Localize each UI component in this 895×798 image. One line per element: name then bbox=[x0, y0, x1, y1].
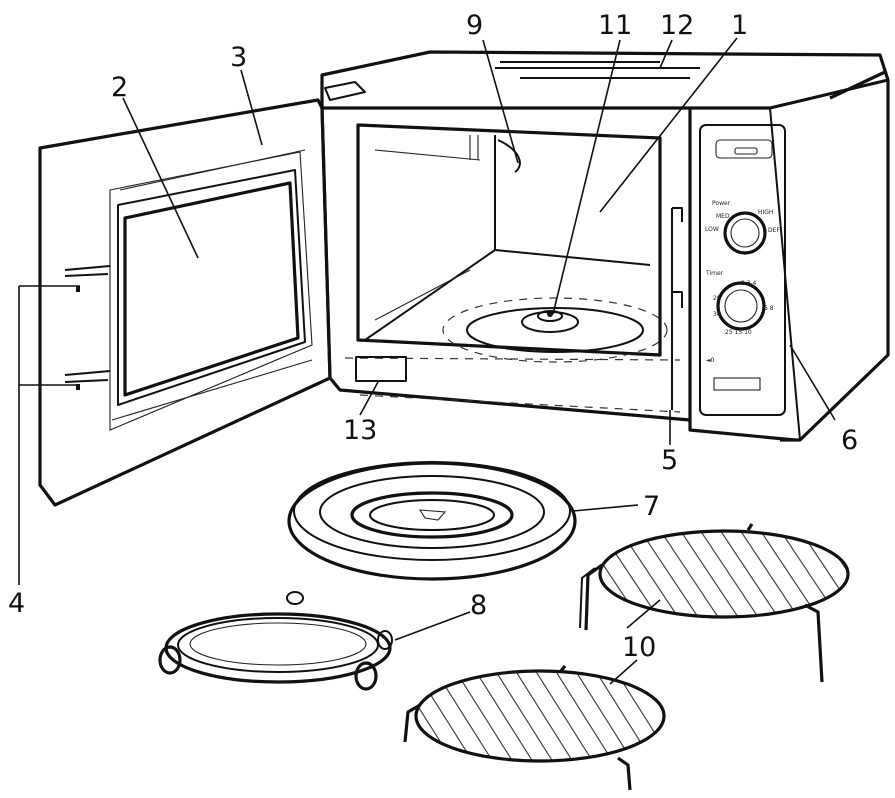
door-window bbox=[123, 181, 300, 397]
label-3: 3 bbox=[230, 42, 247, 73]
timer-knob: Timer 2 3 4 20 30 6 8 25 15 10 bbox=[705, 270, 774, 336]
ventilation-openings bbox=[495, 61, 700, 79]
part-labels: 1 2 3 4 5 6 7 8 9 10 11 12 13 bbox=[8, 10, 858, 663]
rating-plate bbox=[355, 356, 407, 382]
low-rack bbox=[403, 664, 666, 791]
label-7: 7 bbox=[643, 491, 660, 522]
label-13: 13 bbox=[343, 415, 377, 446]
svg-text:Power: Power bbox=[712, 200, 731, 207]
svg-text:LOW: LOW bbox=[705, 226, 719, 233]
svg-text:HIGH: HIGH bbox=[758, 209, 773, 216]
label-10: 10 bbox=[622, 632, 656, 663]
oven-cavity bbox=[356, 123, 668, 363]
cavity-turntable bbox=[466, 307, 644, 353]
label-6: 6 bbox=[841, 425, 858, 456]
label-5: 5 bbox=[661, 445, 678, 476]
leader-lines bbox=[18, 37, 836, 685]
svg-text:Timer: Timer bbox=[705, 270, 724, 277]
waveguide-cover bbox=[497, 139, 521, 173]
high-rack bbox=[579, 523, 850, 683]
label-11: 11 bbox=[598, 10, 632, 41]
svg-text:25 15 10: 25 15 10 bbox=[725, 329, 752, 336]
door-latch-upper bbox=[64, 265, 111, 277]
label-9: 9 bbox=[466, 10, 483, 41]
oven-door bbox=[38, 81, 366, 507]
glass-turntable-tray bbox=[287, 461, 577, 581]
turntable-shaft bbox=[521, 310, 579, 333]
label-1: 1 bbox=[731, 10, 748, 41]
svg-text:◄0: ◄0 bbox=[706, 357, 715, 364]
label-2: 2 bbox=[111, 72, 128, 103]
svg-text:2 3 4: 2 3 4 bbox=[741, 280, 756, 287]
power-level-knob: Power MED HIGH LOW DEF bbox=[705, 200, 780, 255]
label-4: 4 bbox=[8, 588, 25, 619]
svg-text:30: 30 bbox=[713, 311, 721, 318]
svg-text:6 8: 6 8 bbox=[764, 305, 774, 312]
oven-body bbox=[320, 50, 890, 442]
svg-text:20: 20 bbox=[713, 295, 721, 302]
door-latch-lower bbox=[64, 370, 111, 383]
svg-text:DEF: DEF bbox=[768, 227, 780, 234]
control-panel: Power MED HIGH LOW DEF Timer 2 3 4 20 30… bbox=[671, 124, 786, 416]
svg-text:MED: MED bbox=[716, 213, 730, 220]
label-8: 8 bbox=[470, 590, 487, 621]
label-12: 12 bbox=[660, 10, 694, 41]
roller-ring bbox=[158, 591, 393, 691]
